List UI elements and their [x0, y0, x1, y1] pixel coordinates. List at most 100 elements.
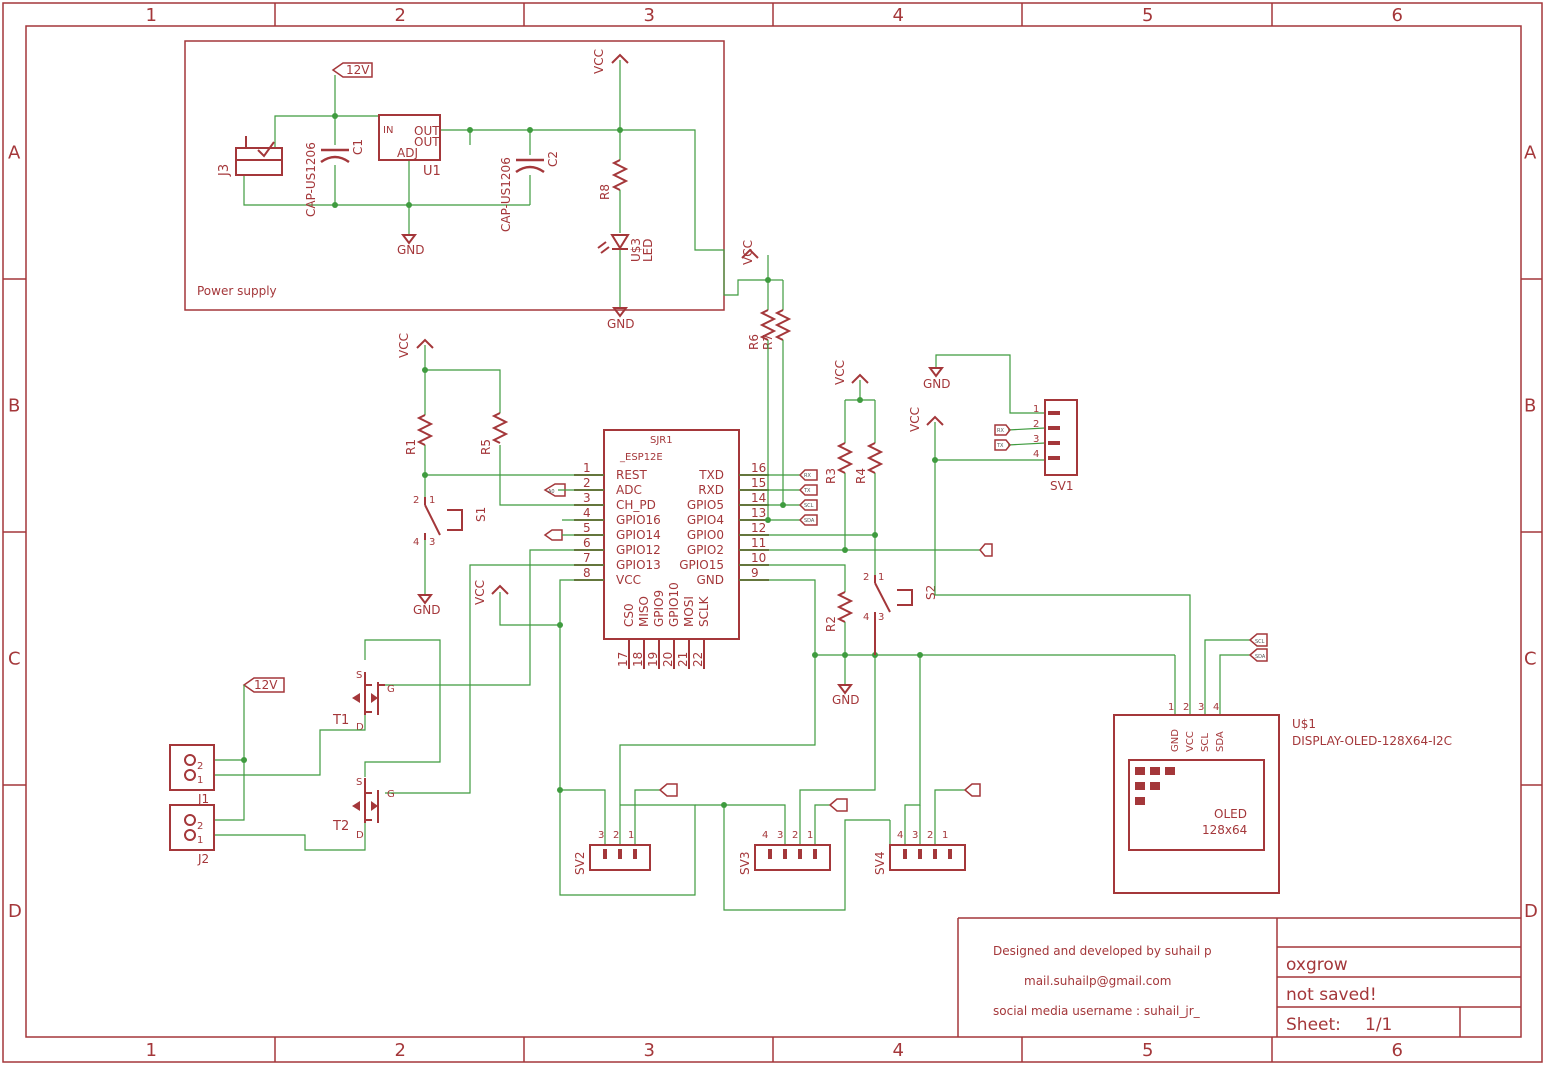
esp-bottom-pin-num: 20	[661, 652, 675, 667]
t1-label: T1	[332, 713, 349, 728]
esp-right-pin-name: TXD	[698, 468, 724, 482]
esp-left-pin-num: 4	[583, 506, 591, 520]
oled-pin3: 3	[1198, 702, 1204, 713]
esp-net-tag-label: SDA	[804, 518, 815, 524]
frame-col-label-bottom: 6	[1392, 1040, 1403, 1061]
esp-left-pin-num: 2	[583, 476, 591, 490]
net-12v-label: 12V	[346, 63, 370, 77]
sv4-pin2: 2	[927, 830, 933, 841]
esp-name: SJR1	[650, 435, 673, 446]
sv1-pin4: 4	[1033, 449, 1039, 460]
esp-net-tag-label: SCL	[804, 503, 814, 509]
oled-screen-text: OLED	[1214, 807, 1247, 821]
oled-pixels	[1135, 767, 1175, 805]
esp-right-pin-name: GND	[696, 573, 724, 587]
header-sv2	[589, 844, 651, 871]
s2-pin4: 4	[863, 612, 869, 623]
sheet-value: 1/1	[1365, 1015, 1392, 1035]
esp-bottom-pin-num: 17	[616, 652, 630, 667]
esp-bottom-pin-name: CS0	[622, 603, 636, 627]
power-supply-label: Power supply	[197, 284, 277, 298]
oled-pin-scl: SCL	[1200, 733, 1211, 752]
frame-row-label-left: A	[8, 143, 21, 164]
esp-net-tag-label: TX	[803, 488, 811, 494]
vcc-label-ps: VCC	[592, 49, 606, 74]
s1-label: S1	[474, 507, 488, 522]
j1-pin1: 1	[197, 775, 203, 786]
s2-pin3: 3	[878, 612, 884, 623]
sheet-label: Sheet:	[1286, 1015, 1341, 1035]
sv1-pin2: 2	[1033, 419, 1039, 430]
sv1-rx-tag: RX	[997, 428, 1004, 434]
vcc-label-esp: VCC	[473, 580, 487, 605]
t2-d: D	[356, 830, 364, 841]
sv2-pin3: 3	[598, 830, 604, 841]
esp-bottom-pin-name: MOSI	[682, 596, 696, 627]
esp-bottom-pin-name: MISO	[637, 596, 651, 627]
regulator-u1	[378, 114, 441, 161]
t2-s: S	[356, 777, 362, 788]
oled-screen	[1128, 759, 1265, 851]
sv3-pin2: 2	[792, 830, 798, 841]
oled-scl-tag: SCL	[1255, 639, 1265, 645]
frame-row-label-left: D	[8, 901, 22, 922]
u1-in-pin: IN	[383, 125, 393, 136]
esp-net-tag	[798, 499, 818, 511]
s2-pin1: 1	[878, 572, 884, 583]
oled-value: DISPLAY-OLED-128X64-I2C	[1292, 734, 1452, 748]
frame-col-label-bottom: 3	[644, 1040, 655, 1061]
sv4-pin3: 3	[912, 830, 918, 841]
esp-net-tag	[798, 514, 818, 526]
esp-left-pin-num: 3	[583, 491, 591, 505]
sv3-pin4: 4	[762, 830, 768, 841]
email-text: mail.suhailp@gmail.com	[1024, 974, 1171, 988]
j2-pin1: 1	[197, 835, 203, 846]
frame-col-label-bottom: 5	[1142, 1040, 1153, 1061]
c2-value: CAP-US1206	[499, 157, 513, 232]
oled-pin1: 1	[1168, 702, 1174, 713]
oled-sda-tag: SDA	[1255, 654, 1266, 660]
frame-row-label-left: B	[8, 396, 20, 417]
sv4-label: SV4	[873, 852, 887, 875]
oled-pin-vcc: VCC	[1185, 731, 1196, 752]
esp-bottom-pin-name: SCLK	[697, 595, 711, 627]
frame-col-label-top: 1	[146, 5, 157, 26]
esp-left-pin-name: GPIO12	[616, 543, 661, 557]
oled-screen-size: 128x64	[1202, 823, 1247, 837]
sv2-pin1: 1	[628, 830, 634, 841]
sv3-pin1: 1	[807, 830, 813, 841]
j2-pin2: 2	[197, 821, 203, 832]
dc-jack-j3	[235, 147, 283, 176]
esp-value: _ESP12E	[619, 452, 663, 463]
j2-label: J2	[197, 852, 209, 866]
header-sv3	[754, 844, 831, 871]
esp-bottom-pin-num: 21	[676, 652, 690, 667]
esp-bottom-pin-num: 18	[631, 652, 645, 667]
r2-label: R2	[824, 616, 838, 632]
header-sv1	[1044, 399, 1078, 476]
oled-pin4: 4	[1213, 702, 1219, 713]
u1-adj-pin: ADJ	[397, 146, 418, 160]
sv2-pin2: 2	[613, 830, 619, 841]
esp-net-tag-label: RX	[804, 473, 811, 479]
frame-col-label-top: 4	[893, 5, 904, 26]
esp-right-pin-num: 12	[751, 521, 766, 535]
esp-right-pin-name: GPIO15	[679, 558, 724, 572]
gnd-label-s1: GND	[413, 603, 441, 617]
s2-pin2: 2	[863, 572, 869, 583]
esp-left-pin-name: GPIO16	[616, 513, 661, 527]
c1-value: CAP-US1206	[304, 142, 318, 217]
oled-pin-sda: SDA	[1215, 731, 1226, 752]
led-name: U$3	[629, 238, 643, 262]
led-value: LED	[641, 238, 655, 262]
c2-label: C2	[546, 151, 560, 167]
frame-col-label-bottom: 4	[893, 1040, 904, 1061]
esp-left-pin-name: GPIO13	[616, 558, 661, 572]
gnd-label-sv1: GND	[923, 377, 951, 391]
title-block: Designed and developed by suhail p mail.…	[957, 917, 1521, 1037]
gnd-label-led: GND	[607, 317, 635, 331]
save-status: not saved!	[1286, 985, 1377, 1005]
frame-row-label-right: D	[1524, 901, 1538, 922]
